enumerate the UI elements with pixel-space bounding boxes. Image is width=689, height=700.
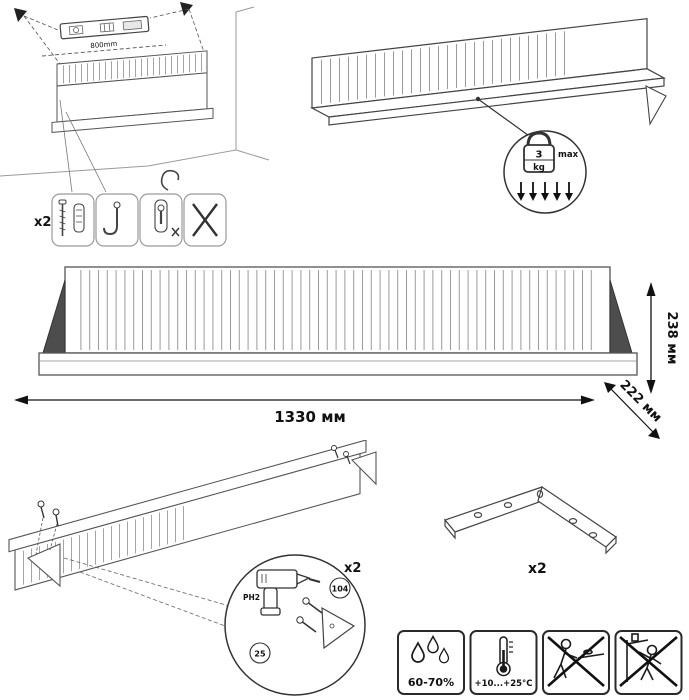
width-dimension: 1330 мм: [14, 395, 595, 426]
max-label: max: [558, 150, 579, 160]
wall-corner: [0, 6, 270, 177]
detail-leader-lines: [63, 557, 253, 637]
right-end-bracket: [350, 451, 377, 486]
weight-value-label: 3: [536, 150, 543, 161]
part-callout-104: 104: [329, 577, 351, 599]
wall-mounting-diagram: 800mm x2: [0, 2, 270, 247]
bracket-part-diagram: x2: [443, 486, 617, 577]
left-side-bracket: [42, 279, 66, 354]
picture-hook-icon: [103, 201, 121, 236]
part-number-25-label: 25: [254, 650, 266, 659]
cross-out-icon: [547, 636, 605, 687]
wall-hardware-qty-label: x2: [34, 215, 51, 230]
bracket-qty-label: x2: [528, 561, 547, 577]
shelf-board: [38, 352, 638, 376]
hanging-hook-icon: [160, 169, 180, 191]
shelf-front-view: [38, 266, 638, 376]
not-allowed-cross-icon: [192, 203, 218, 237]
humidity-box: [397, 630, 465, 695]
level-dimension-label: 800mm: [90, 40, 118, 50]
load-limit-diagram: 3 kg max: [310, 17, 667, 214]
part-number-104-label: 104: [332, 585, 349, 594]
kettlebell-weight-icon: 3 kg: [523, 131, 555, 173]
spirit-level-icon: [59, 15, 150, 40]
hardware-leader-lines: [59, 99, 107, 193]
flipped-shelf: [8, 440, 377, 591]
shelf-isometric: [310, 17, 667, 126]
screws-qty-label: x2: [344, 561, 361, 576]
drill-icon: [256, 569, 321, 616]
wall-plug-screw-icon: [58, 199, 85, 236]
bit-label: PH2: [243, 593, 260, 602]
load-arrows: [517, 182, 573, 201]
mounted-shelf: [51, 50, 214, 133]
height-dimension-label: 238 мм: [664, 312, 679, 365]
weight-unit-label: kg: [533, 163, 545, 173]
detail-bracket: [321, 606, 356, 650]
wall-anchor-marks: [14, 2, 205, 65]
depth-dimension: 222 мм: [604, 378, 664, 439]
mounting-distance-dimension: 800mm: [41, 40, 167, 57]
bracket-installation-diagram: PH2 104 25 x2: [8, 440, 377, 696]
width-dimension-label: 1330 мм: [274, 408, 346, 426]
assembly-detail: PH2 104 25 x2: [224, 554, 366, 696]
front-view-diagram: 1330 мм 238 мм 222 мм: [14, 266, 679, 439]
water-drops-icon: [411, 634, 450, 664]
left-end-bracket: [26, 543, 61, 588]
end-bracket: [645, 85, 667, 126]
callout-line: [477, 98, 533, 139]
temperature-label: +10...+25°C: [474, 679, 532, 689]
detail-screws: [296, 597, 323, 633]
cross-out-icon: [619, 636, 678, 687]
height-dimension: 238 мм: [646, 282, 679, 394]
right-side-bracket: [609, 279, 633, 354]
humidity-label: 60-70%: [408, 676, 454, 689]
hardware-options: [51, 193, 227, 247]
part-callout-25: 25: [249, 642, 271, 664]
l-bracket-icon: [443, 486, 617, 555]
thermometer-icon: [496, 636, 513, 677]
keyhole-rail-icon: [154, 199, 180, 237]
screw-icon: [37, 445, 351, 527]
care-instructions: 60-70% +10...+25°C: [397, 630, 683, 695]
